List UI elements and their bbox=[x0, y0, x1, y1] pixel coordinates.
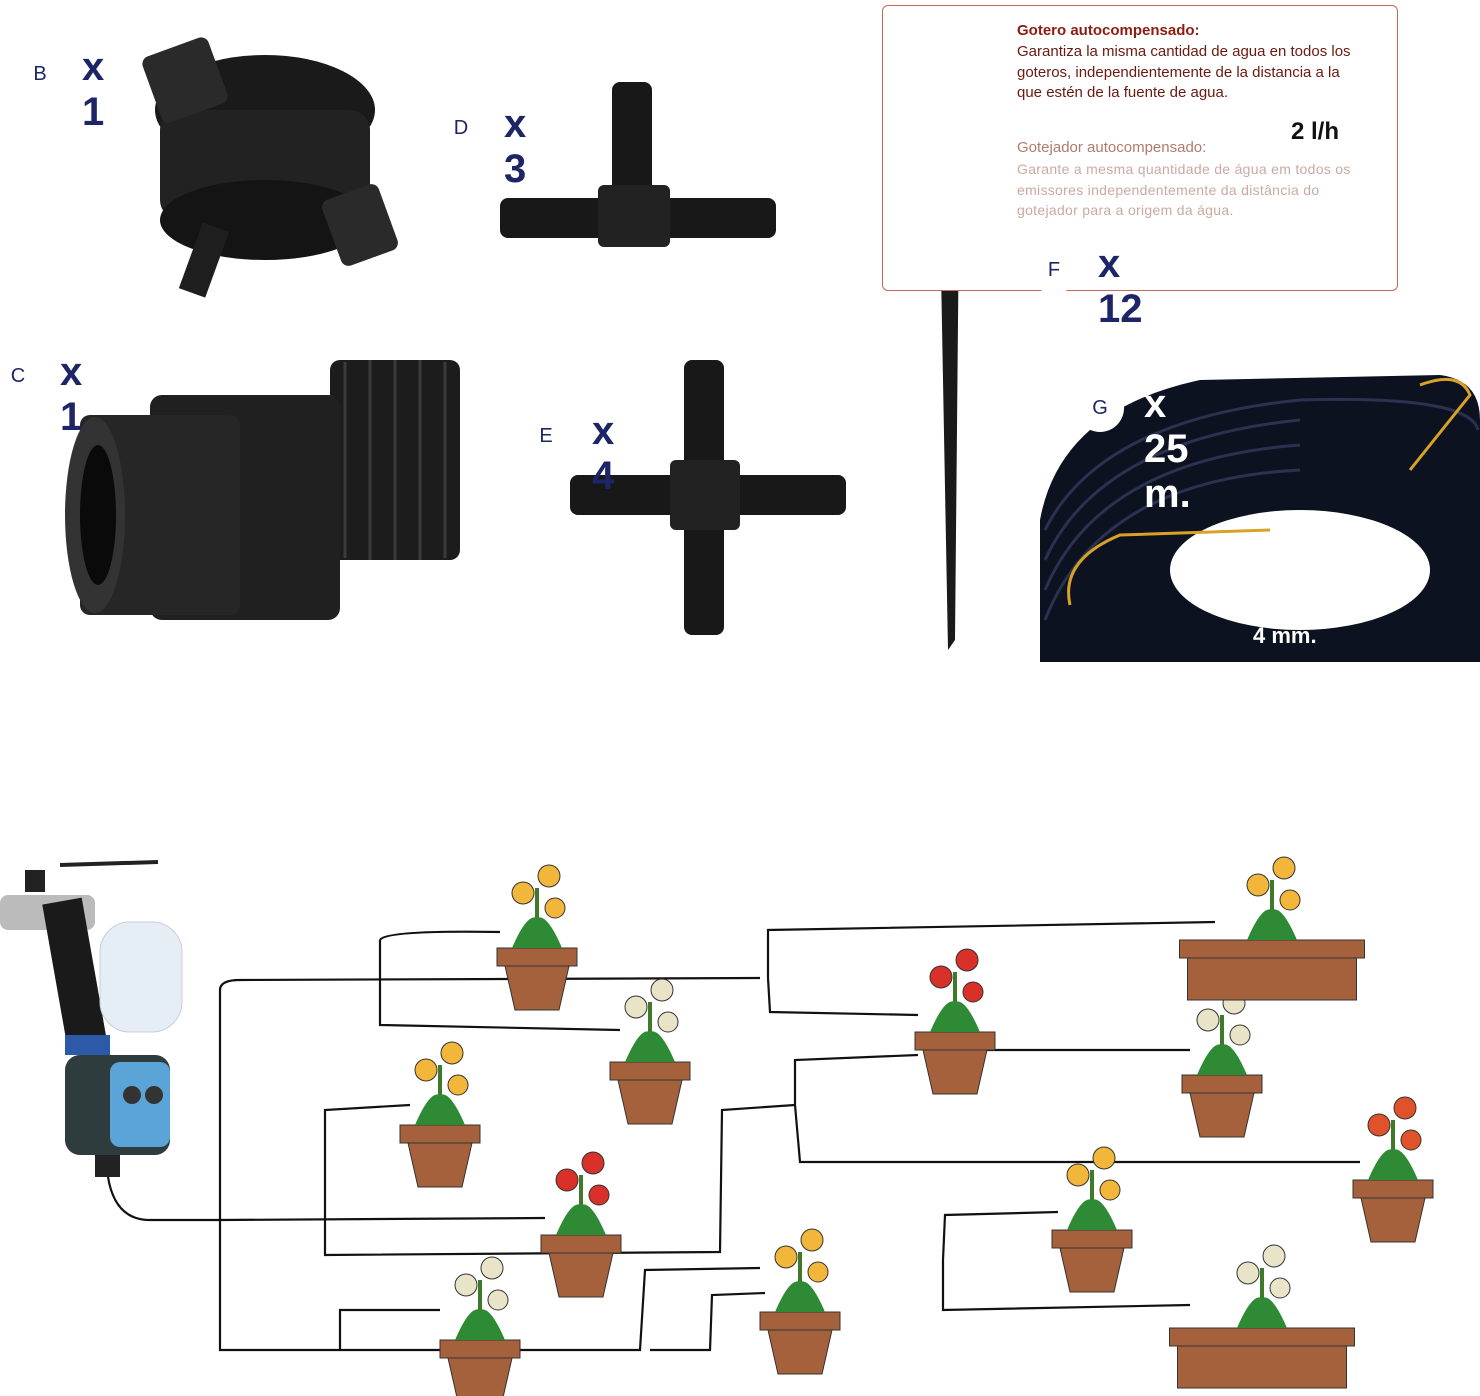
part-letter: E bbox=[522, 412, 570, 460]
plant-pot bbox=[759, 1228, 841, 1375]
info-body-es: Garantiza la misma cantidad de agua en t… bbox=[1017, 43, 1351, 101]
tap-adapter-b bbox=[142, 37, 398, 298]
part-letter: G bbox=[1076, 384, 1124, 432]
part-letter: B bbox=[16, 50, 64, 98]
plant-pot bbox=[496, 864, 578, 1011]
plant-pot bbox=[914, 948, 996, 1095]
plant-pot bbox=[1181, 991, 1263, 1138]
tube-segment bbox=[338, 1308, 440, 1350]
part-quantity: x 1 bbox=[60, 350, 83, 439]
pressure-reducer-c bbox=[65, 360, 460, 620]
tube-segment bbox=[941, 1210, 1059, 1261]
part-letter: C bbox=[0, 352, 42, 400]
tube-segment bbox=[793, 1104, 1360, 1164]
plant-pot bbox=[399, 1041, 481, 1188]
part-quantity: x 12 bbox=[1098, 242, 1143, 331]
part-quantity: x 3 bbox=[504, 102, 527, 191]
tube-segment bbox=[941, 1260, 1191, 1312]
tube-segment bbox=[379, 930, 501, 941]
tube-segment bbox=[650, 1291, 766, 1352]
dripper-info-box: Gotero autocompensado: Garantiza la mism… bbox=[882, 5, 1398, 291]
part-quantity: x 25 m. bbox=[1144, 382, 1191, 516]
tube-segment bbox=[323, 1103, 411, 1220]
info-title-es: Gotero autocompensado: bbox=[1017, 22, 1200, 39]
cross-connector-e bbox=[570, 360, 846, 635]
plant-pot bbox=[1179, 856, 1365, 1001]
hose-coil-g bbox=[1040, 375, 1480, 662]
part-quantity: x 1 bbox=[82, 45, 105, 134]
tube-segment bbox=[219, 1216, 546, 1222]
info-title-pt: Gotejador autocompensado: bbox=[1017, 139, 1207, 156]
tube-segment bbox=[766, 920, 1216, 978]
plant-pots bbox=[399, 856, 1434, 1396]
hose-diameter: 4 mm. bbox=[1253, 623, 1317, 648]
plant-pot bbox=[1051, 1146, 1133, 1293]
part-letter: F bbox=[1030, 246, 1078, 294]
plant-pot bbox=[609, 978, 691, 1125]
plant-pot bbox=[439, 1256, 521, 1396]
tube-segment bbox=[106, 1176, 220, 1222]
plant-pot bbox=[540, 1151, 622, 1298]
tube-segment bbox=[766, 977, 919, 1017]
tube-segment bbox=[793, 1053, 919, 1105]
flow-rate: 2 l/h bbox=[1291, 118, 1340, 145]
faucet-timer bbox=[0, 860, 183, 1177]
tube-segment bbox=[218, 990, 340, 1352]
tube-segment bbox=[218, 976, 761, 991]
tube-segment bbox=[378, 940, 621, 1032]
plant-pot bbox=[1352, 1096, 1434, 1243]
tube-segment bbox=[323, 1103, 796, 1257]
info-body-pt: Garante a mesma quantidade de água em to… bbox=[1017, 161, 1351, 218]
tee-connector-d bbox=[500, 82, 776, 247]
plant-pot bbox=[1169, 1244, 1355, 1389]
part-letter: D bbox=[437, 104, 485, 152]
part-quantity: x 4 bbox=[592, 409, 615, 498]
drip-tubing bbox=[106, 920, 1360, 1352]
